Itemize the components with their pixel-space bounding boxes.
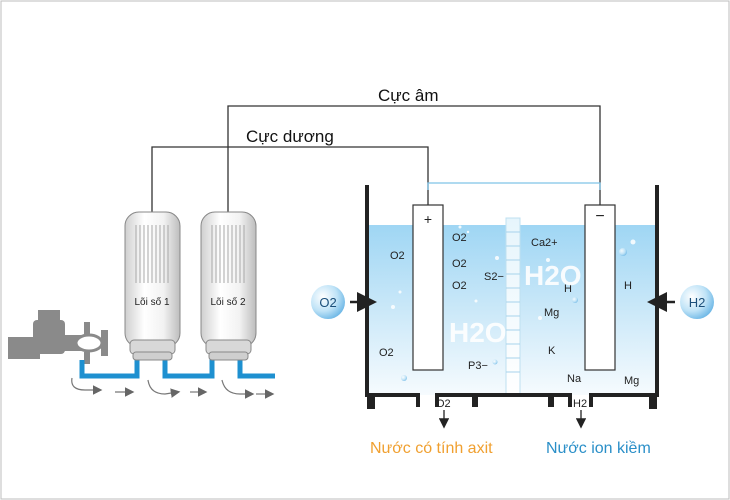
membrane [505, 217, 521, 396]
input-o2: O2 [311, 285, 377, 319]
species-o2-b: O2 [452, 232, 467, 244]
cathode-water-label: H2O [524, 260, 582, 291]
anode-wire [151, 146, 429, 215]
outlet-left-gas: O2 [436, 398, 451, 410]
species-ca: Ca2+ [531, 237, 558, 249]
flow-arrows [71, 377, 275, 399]
filter-cartridge-2: Lõi số 2 [200, 211, 257, 361]
anode-sign: + [424, 211, 432, 227]
pipes [79, 356, 275, 379]
cathode-wire [227, 105, 601, 215]
filter-2-label: Lõi số 2 [210, 296, 245, 308]
species-h-b: H [624, 280, 632, 292]
cathode-plate: − [584, 204, 616, 371]
outlet-left: O2 [436, 398, 451, 429]
tank-bubbles [391, 225, 636, 381]
tank-base [367, 393, 657, 409]
anode-water-label: H2O [449, 317, 507, 348]
filter-1-label: Lõi số 1 [134, 296, 169, 308]
species-h-a: H [564, 283, 572, 295]
input-o2-label: O2 [319, 295, 336, 310]
cathode-sign: − [595, 208, 604, 225]
wires [151, 105, 601, 215]
outlet-right-gas: H2 [573, 398, 587, 410]
species-o2-d: O2 [452, 280, 467, 292]
species-na: Na [567, 373, 582, 385]
tank-connector [427, 182, 601, 190]
input-h2-label: H2 [689, 295, 706, 310]
species-s2: S2− [484, 271, 504, 283]
species-mg-b: Mg [624, 375, 639, 387]
alkaline-water-label: Nước ion kiềm [546, 440, 651, 457]
species-o2-e: O2 [379, 347, 394, 359]
anode-label: Cực dương [246, 127, 334, 146]
tank-walls [365, 185, 659, 407]
filter-cartridge-1: Lõi số 1 [124, 211, 181, 361]
anode-species: O2 O2 O2 O2 S2− P3− O2 [379, 232, 504, 372]
acid-water-label: Nước có tính axit [370, 440, 493, 457]
faucet-icon [8, 310, 108, 364]
anode-plate: + [412, 204, 444, 371]
cathode-species: Ca2+ H Mg K Na H Mg [531, 237, 639, 387]
outlet-right: H2 [573, 398, 587, 429]
species-p3: P3− [468, 360, 488, 372]
species-k: K [548, 345, 556, 357]
input-h2: H2 [647, 285, 714, 319]
cathode-label: Cực âm [378, 86, 439, 105]
species-o2-c: O2 [452, 258, 467, 270]
species-mg-a: Mg [544, 307, 559, 319]
species-o2-a: O2 [390, 250, 405, 262]
